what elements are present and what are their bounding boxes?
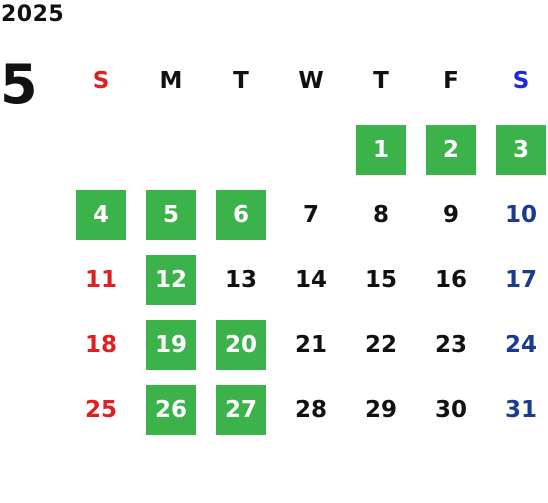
day-cell-highlighted[interactable]: 20 bbox=[216, 320, 266, 370]
month-label: 5 bbox=[0, 53, 38, 116]
day-cell[interactable]: 15 bbox=[364, 267, 397, 293]
day-cell[interactable]: 7 bbox=[302, 202, 319, 228]
day-cell[interactable]: 14 bbox=[294, 267, 327, 293]
day-cell[interactable]: 22 bbox=[364, 332, 397, 358]
day-cell[interactable]: 23 bbox=[434, 332, 467, 358]
day-cell[interactable]: 24 bbox=[504, 332, 537, 358]
day-cell-highlighted[interactable]: 26 bbox=[146, 385, 196, 435]
day-cell[interactable]: 30 bbox=[434, 397, 467, 423]
day-cell[interactable]: 18 bbox=[84, 332, 117, 358]
day-cell[interactable]: 13 bbox=[224, 267, 257, 293]
day-cell[interactable]: 9 bbox=[442, 202, 459, 228]
day-cell-highlighted[interactable]: 3 bbox=[496, 125, 546, 175]
day-cell[interactable]: 21 bbox=[294, 332, 327, 358]
day-cell-highlighted[interactable]: 1 bbox=[356, 125, 406, 175]
weekday-header-sat: S bbox=[512, 68, 530, 94]
day-cell[interactable]: 29 bbox=[364, 397, 397, 423]
day-cell[interactable]: 28 bbox=[294, 397, 327, 423]
weekday-header-fri: F bbox=[443, 68, 459, 94]
weekday-header-mon: M bbox=[159, 68, 183, 94]
weekday-header-wed: W bbox=[298, 68, 324, 94]
weekday-header-tue: T bbox=[233, 68, 249, 94]
year-label: 2025 bbox=[1, 2, 65, 27]
day-cell[interactable]: 25 bbox=[84, 397, 117, 423]
day-cell[interactable]: 10 bbox=[504, 202, 537, 228]
day-cell-highlighted[interactable]: 19 bbox=[146, 320, 196, 370]
day-cell[interactable]: 31 bbox=[504, 397, 537, 423]
day-cell-highlighted[interactable]: 5 bbox=[146, 190, 196, 240]
day-cell[interactable]: 16 bbox=[434, 267, 467, 293]
day-cell-highlighted[interactable]: 12 bbox=[146, 255, 196, 305]
day-cell-highlighted[interactable]: 6 bbox=[216, 190, 266, 240]
day-cell-highlighted[interactable]: 2 bbox=[426, 125, 476, 175]
weekday-header-sun: S bbox=[92, 68, 110, 94]
day-cell-highlighted[interactable]: 4 bbox=[76, 190, 126, 240]
day-cell[interactable]: 17 bbox=[504, 267, 537, 293]
day-cell[interactable]: 8 bbox=[372, 202, 389, 228]
weekday-header-thu: T bbox=[373, 68, 389, 94]
day-cell-highlighted[interactable]: 27 bbox=[216, 385, 266, 435]
day-cell[interactable]: 11 bbox=[84, 267, 117, 293]
